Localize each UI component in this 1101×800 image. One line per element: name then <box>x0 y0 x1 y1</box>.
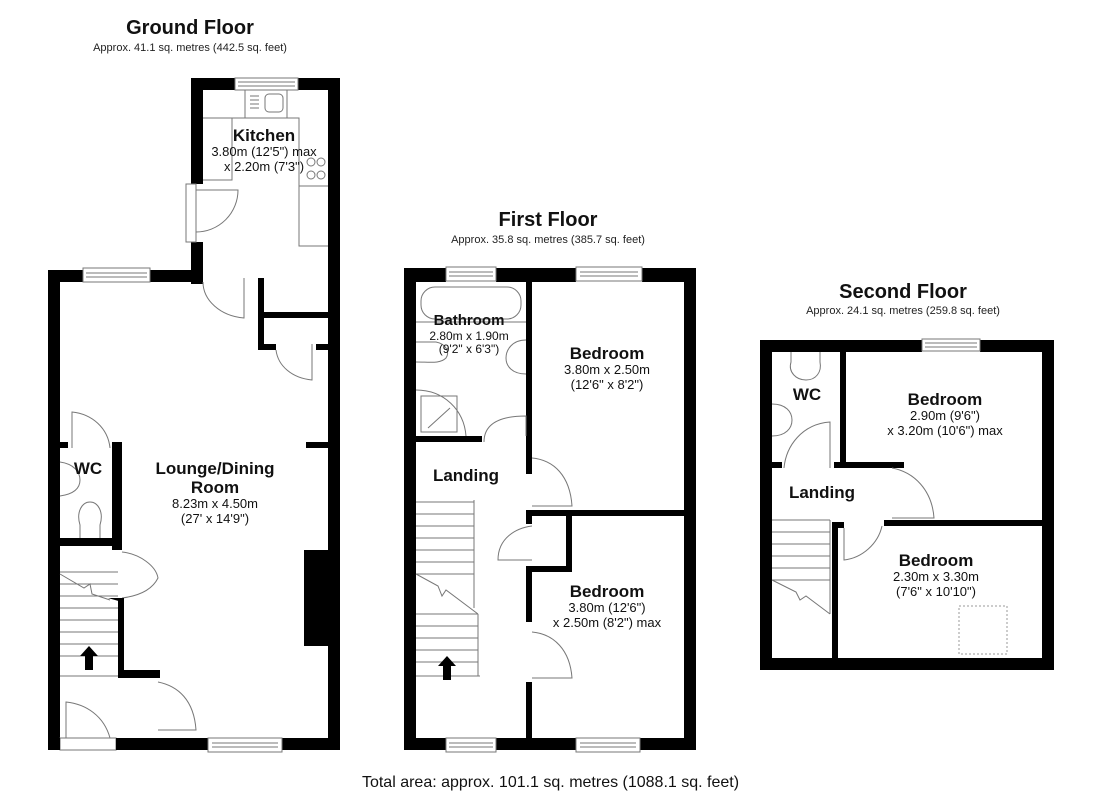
room-dimensions: 2.90m (9'6") <box>910 408 980 424</box>
room-dimensions: 2.80m x 1.90m <box>429 328 509 343</box>
door-swing-icon <box>65 701 111 739</box>
first-floor-plan <box>404 266 696 753</box>
second-floor-title: Second Floor <box>839 281 967 303</box>
staircase <box>415 500 480 677</box>
room-dimensions: 8.23m x 4.50m <box>171 496 258 512</box>
room-name: WC <box>792 385 822 404</box>
door-swing-icon <box>531 631 573 679</box>
total-area: Total area: approx. 101.1 sq. metres (10… <box>361 774 740 791</box>
door-swing-icon <box>891 467 935 519</box>
room-name: Bedroom <box>898 551 974 570</box>
room-name: Landing <box>788 483 856 502</box>
room-bedroom-2: Bedroom 3.80m (12'6") x 2.50m (8'2") max <box>553 582 661 630</box>
second-floor-area: Approx. 24.1 sq. metres (259.8 sq. feet) <box>806 305 1000 317</box>
room-name: WC <box>73 459 103 478</box>
room-lounge-dining: Lounge/Dining Room 8.23m x 4.50m (27' x … <box>156 459 275 526</box>
door-swing-icon <box>202 278 245 319</box>
room-bedroom-1: Bedroom 2.90m (9'6") x 3.20m (10'6") max <box>887 390 1002 438</box>
door-swing-icon <box>783 421 831 469</box>
second-floor-plan <box>760 338 1054 670</box>
room-name-line2: Room <box>190 478 240 498</box>
room-landing: Landing <box>789 483 855 502</box>
room-dimensions: (7'6" x 10'10") <box>896 583 976 599</box>
room-dimensions: x 2.20m (7'3") <box>223 158 305 174</box>
room-dimensions: (9'2" x 6'3") <box>438 342 500 357</box>
room-dimensions: (12'6" x 8'2") <box>570 376 644 392</box>
room-wc: WC <box>793 385 821 404</box>
window-icon <box>207 737 283 753</box>
room-dimensions: 3.80m x 2.50m <box>564 362 650 378</box>
window-icon <box>445 266 497 282</box>
stairs-up-arrow-icon <box>438 656 456 680</box>
room-dimensions: 3.80m (12'5") max <box>211 144 317 160</box>
door-swing-icon <box>275 344 313 381</box>
door-swing-icon <box>531 457 573 507</box>
room-name: Bedroom <box>569 344 645 363</box>
window-icon <box>234 77 299 91</box>
staircase <box>771 519 831 615</box>
toilet-icon <box>789 352 821 381</box>
room-landing: Landing <box>433 466 499 485</box>
room-dimensions: 3.80m (12'6") <box>568 600 646 616</box>
ground-floor-area: Approx. 41.1 sq. metres (442.5 sq. feet) <box>93 42 287 54</box>
room-name: Kitchen <box>232 126 296 145</box>
ground-floor-title: Ground Floor <box>126 17 254 39</box>
window-icon <box>575 737 641 753</box>
skylight-icon <box>958 605 1008 655</box>
room-kitchen: Kitchen 3.80m (12'5") max x 2.20m (7'3") <box>211 126 316 174</box>
door-swing-icon <box>121 551 159 599</box>
room-name: Bedroom <box>907 390 983 409</box>
room-name: Bedroom <box>569 582 645 601</box>
window-icon <box>445 737 497 753</box>
first-floor-area: Approx. 35.8 sq. metres (385.7 sq. feet) <box>451 234 645 246</box>
door-swing-icon <box>843 525 883 561</box>
sink-icon <box>505 339 527 375</box>
shower-icon <box>415 389 467 437</box>
room-name: Landing <box>432 466 500 485</box>
bath-icon <box>420 286 522 320</box>
ground-floor-plan <box>48 77 340 753</box>
door-swing-icon <box>71 411 111 449</box>
sink-icon <box>771 403 793 437</box>
room-dimensions: 2.30m x 3.30m <box>893 569 979 585</box>
room-bathroom: Bathroom 2.80m x 1.90m (9'2" x 6'3") <box>429 312 509 357</box>
door-swing-icon <box>157 681 197 731</box>
first-floor-title: First Floor <box>498 209 598 231</box>
window-icon <box>82 267 151 283</box>
door-swing-icon <box>185 183 239 243</box>
room-dimensions: (27' x 14'9") <box>180 510 250 526</box>
toilet-icon <box>78 501 102 538</box>
sink-icon <box>59 461 81 497</box>
toilet-icon <box>415 341 449 363</box>
room-bedroom-2: Bedroom 2.30m x 3.30m (7'6" x 10'10") <box>893 551 979 599</box>
room-name: Bathroom <box>433 312 505 329</box>
window-icon <box>921 338 981 352</box>
window-icon <box>575 266 643 282</box>
room-dimensions: x 3.20m (10'6") max <box>887 422 1003 438</box>
door-swing-icon <box>497 525 533 561</box>
door-swing-icon <box>483 415 527 443</box>
stairs-up-arrow-icon <box>80 646 98 670</box>
room-bedroom-1: Bedroom 3.80m x 2.50m (12'6" x 8'2") <box>564 344 650 392</box>
room-name: Lounge/Dining <box>155 459 275 478</box>
hob-icon <box>299 157 328 187</box>
room-wc: WC <box>74 459 102 478</box>
room-dimensions: x 2.50m (8'2") max <box>552 614 662 630</box>
